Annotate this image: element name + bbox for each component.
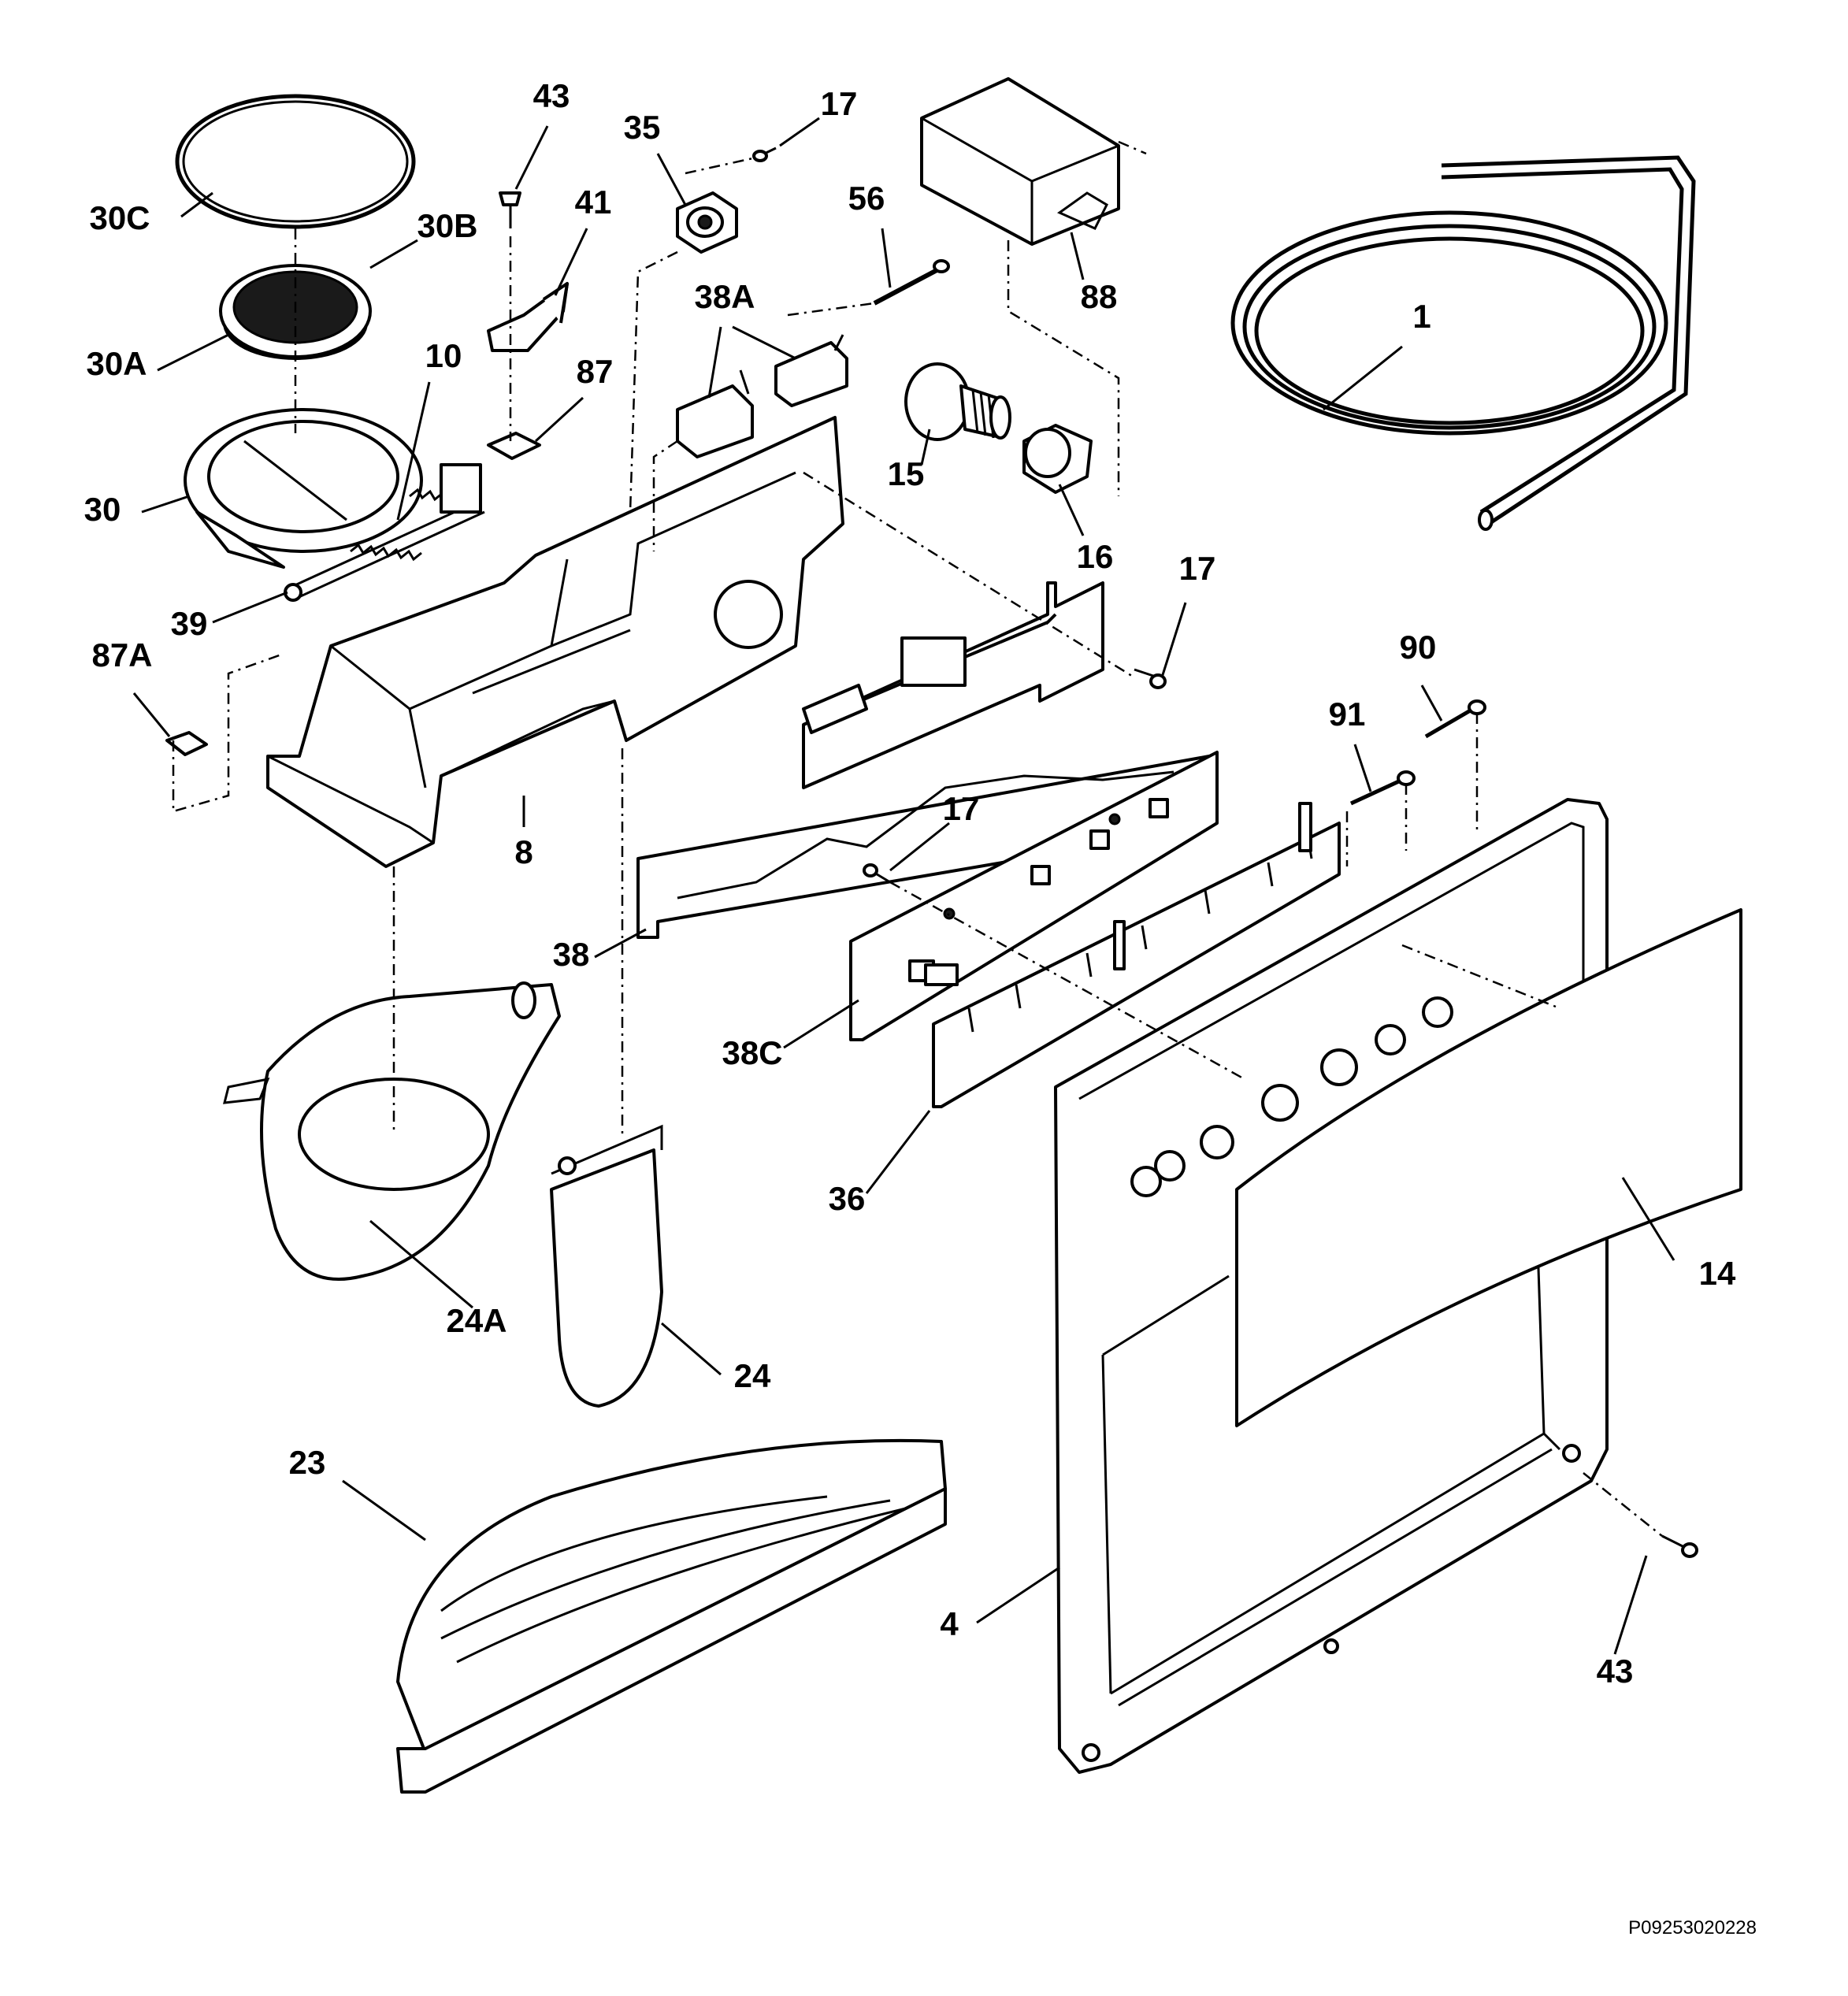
callout-23: 23 (289, 1444, 326, 1481)
callout-36: 36 (829, 1180, 866, 1217)
callout-91: 91 (1329, 696, 1366, 733)
part-17-screw-right (1134, 668, 1167, 689)
part-17-screw-mid (863, 863, 891, 884)
part-91-pin (1349, 770, 1416, 806)
callout-1: 1 (1412, 298, 1431, 335)
callout-10: 10 (425, 337, 462, 374)
callout-87a: 87A (91, 636, 152, 673)
callout-56: 56 (848, 180, 885, 217)
callout-88: 88 (1081, 278, 1118, 315)
part-38a-micro-switches (676, 334, 848, 458)
part-30c-gasket-ring (175, 94, 416, 229)
part-87a-clip (165, 731, 208, 756)
callout-43-top: 43 (533, 77, 570, 114)
part-87-clip (487, 432, 541, 460)
part-1-water-tubing-coil (1230, 155, 1696, 531)
callout-41: 41 (575, 184, 612, 221)
callout-90: 90 (1400, 629, 1437, 666)
callout-38c: 38C (722, 1034, 782, 1071)
callout-4: 4 (940, 1605, 959, 1642)
callout-8: 8 (514, 833, 533, 870)
part-56-long-screw (873, 259, 950, 306)
callout-43-bottom: 43 (1597, 1653, 1634, 1690)
callout-39: 39 (171, 605, 208, 642)
part-23-drip-tray (396, 1438, 947, 1794)
part-43-screw-top (499, 191, 521, 228)
part-38c-keypad-board (849, 751, 1219, 1041)
reference-code: P09253020228 (1628, 1917, 1757, 1938)
part-35-rotary-switch (676, 191, 738, 254)
part-14-front-overlay-panel (1235, 908, 1742, 1427)
part-24a-ice-chute-funnel (223, 981, 561, 1281)
leader-lines (132, 117, 1675, 1655)
callout-17-top: 17 (821, 85, 858, 122)
callout-17-right: 17 (1179, 550, 1216, 587)
callout-17-mid: 17 (943, 790, 980, 827)
callout-24a: 24A (446, 1302, 507, 1339)
callout-30c: 30C (89, 199, 150, 236)
part-15-light-bulb (904, 362, 1011, 441)
callout-16: 16 (1077, 538, 1114, 575)
part-24-dispenser-flap (550, 1124, 663, 1408)
part-control-board-rear (802, 581, 1104, 789)
part-88-control-box (920, 77, 1120, 246)
part-16-light-socket (1022, 424, 1093, 494)
callout-30b: 30B (417, 207, 477, 244)
part-43-screw-bottom (1661, 1534, 1698, 1558)
part-30-chute-door-housing (184, 408, 485, 602)
callout-38: 38 (553, 936, 590, 973)
callout-35: 35 (624, 109, 661, 146)
callout-87: 87 (577, 353, 614, 390)
part-8-dispenser-housing (266, 416, 844, 868)
callout-14: 14 (1699, 1255, 1736, 1292)
callout-30: 30 (84, 491, 121, 528)
callout-15: 15 (888, 455, 925, 492)
callout-38a: 38A (694, 278, 755, 315)
part-36-actuator-rail (932, 802, 1341, 1108)
part-90-pin (1424, 699, 1486, 739)
part-41-bracket (487, 282, 569, 352)
part-17-screw-top (752, 147, 777, 162)
callout-30a: 30A (86, 345, 147, 382)
callout-24: 24 (734, 1357, 771, 1394)
